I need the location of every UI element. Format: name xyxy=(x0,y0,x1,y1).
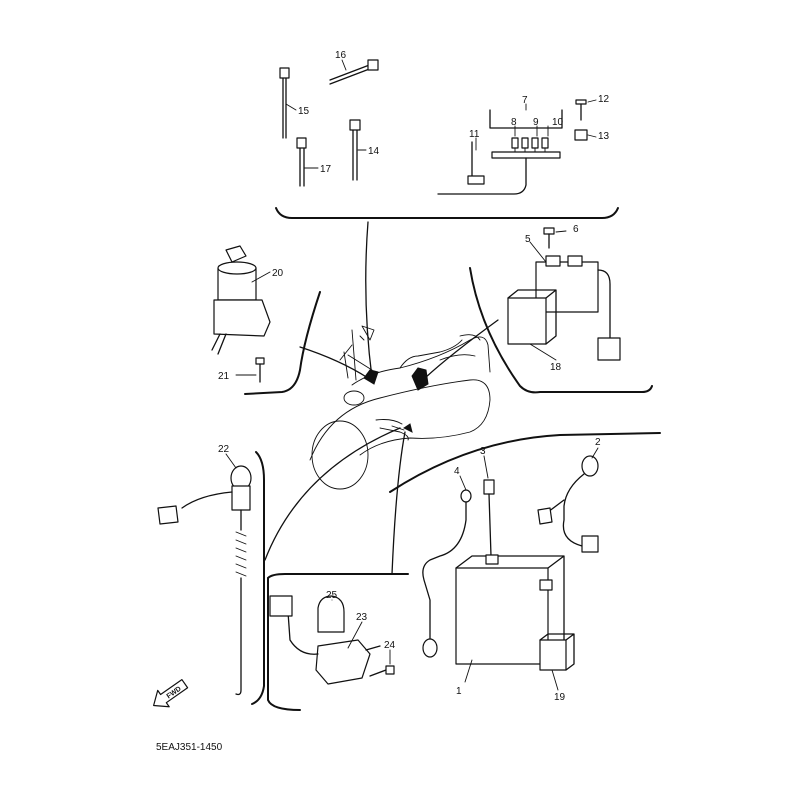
callout-25: 25 xyxy=(326,590,338,601)
callout-1: 1 xyxy=(456,686,462,697)
callout-5: 5 xyxy=(525,234,531,245)
callout-7: 7 xyxy=(522,95,528,106)
part-16-band xyxy=(329,59,379,85)
callout-20: 20 xyxy=(272,268,284,279)
callout-11: 11 xyxy=(469,129,480,140)
callout-22: 22 xyxy=(218,444,230,455)
part-12-screw xyxy=(575,99,587,121)
group-brackets xyxy=(244,207,661,711)
part-15-cable-tie xyxy=(279,67,290,139)
part-7-fuse-box-assembly xyxy=(437,109,563,195)
part-18-relay xyxy=(507,289,557,345)
part-2-positive-lead xyxy=(537,455,599,553)
callout-13: 13 xyxy=(598,131,610,142)
callout-4: 4 xyxy=(454,466,460,477)
part-5-starter-relay xyxy=(535,255,621,361)
callout-17: 17 xyxy=(320,164,332,175)
part-3-negative-lead xyxy=(483,479,495,557)
part-6-bolt xyxy=(543,227,555,249)
callout-6: 6 xyxy=(573,224,579,235)
fwd-direction-arrow: FWD xyxy=(153,678,189,708)
callout-24: 24 xyxy=(384,640,396,651)
callout-15: 15 xyxy=(298,106,310,117)
callout-21: 21 xyxy=(218,371,230,382)
callout-14: 14 xyxy=(368,146,380,157)
callout-23: 23 xyxy=(356,612,368,623)
fwd-label: FWD xyxy=(166,686,183,701)
part-8-9-10-fuses xyxy=(511,137,549,153)
callout-leaders xyxy=(225,59,599,691)
callout-10: 10 xyxy=(552,117,564,128)
part-17-cable-tie xyxy=(296,137,307,187)
part-23-switch xyxy=(269,595,381,685)
callout-9: 9 xyxy=(533,117,539,128)
motorcycle-outline xyxy=(309,325,491,490)
leader-lines xyxy=(264,221,499,575)
part-21-bolt xyxy=(255,357,265,383)
callout-2: 2 xyxy=(595,437,601,448)
part-13-nut xyxy=(574,129,588,141)
callout-19: 19 xyxy=(554,692,566,703)
part-20-main-switch xyxy=(211,245,271,355)
callout-labels: 1 2 3 4 5 6 7 8 9 10 11 12 13 14 15 16 1… xyxy=(218,50,610,703)
drawing-code: 5EAJ351-1450 xyxy=(156,742,223,753)
callout-18: 18 xyxy=(550,362,562,373)
part-24-screw xyxy=(369,665,395,677)
part-25-clamp xyxy=(317,595,345,633)
callout-3: 3 xyxy=(480,446,486,457)
callout-12: 12 xyxy=(598,94,610,105)
callout-16: 16 xyxy=(335,50,347,61)
callout-8: 8 xyxy=(511,117,517,128)
part-14-cable-tie xyxy=(349,119,361,181)
part-19-relay xyxy=(539,633,575,671)
part-22-rear-brake-switch xyxy=(157,465,252,696)
